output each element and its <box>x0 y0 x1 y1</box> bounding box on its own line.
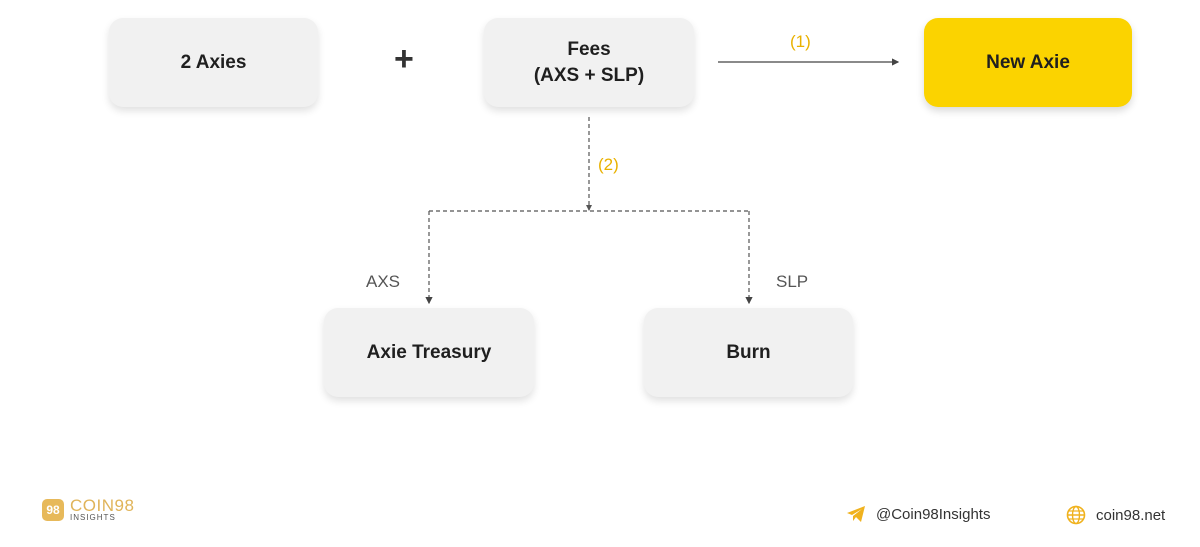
telegram-icon <box>847 506 865 522</box>
footer-handle[interactable]: @Coin98Insights <box>846 505 990 523</box>
burn-label: Burn <box>726 341 771 363</box>
axie-treasury-label: Axie Treasury <box>366 341 492 363</box>
globe-icon <box>1066 505 1086 525</box>
stem-arrowhead <box>586 205 592 211</box>
brand-name: COIN98 <box>70 496 135 515</box>
fees-detail: (AXS + SLP) <box>533 64 645 86</box>
two-axies-box: 2 Axies <box>109 18 318 107</box>
brand-sub: INSIGHTS <box>70 513 116 522</box>
fees-box: Fees (AXS + SLP) <box>484 18 694 107</box>
step-1-label: (1) <box>790 32 811 51</box>
axie-treasury-box: Axie Treasury <box>324 308 534 397</box>
fees-label: Fees <box>567 38 611 60</box>
burn-box: Burn <box>644 308 853 397</box>
branch-slp-label: SLP <box>776 272 809 291</box>
step-2-label: (2) <box>598 155 619 174</box>
plus-operator: + <box>394 40 414 78</box>
branch-axs-label: AXS <box>366 272 401 291</box>
new-axie-label: New Axie <box>986 51 1070 73</box>
coin98-logo: 98 COIN98 INSIGHTS <box>42 497 134 522</box>
coin98-badge: 98 <box>42 498 64 521</box>
site-text: coin98.net <box>1096 506 1166 524</box>
handle-text: @Coin98Insights <box>876 505 991 523</box>
two-axies-label: 2 Axies <box>180 51 247 73</box>
new-axie-box: New Axie <box>924 18 1132 107</box>
footer-site[interactable]: coin98.net <box>1066 505 1165 525</box>
